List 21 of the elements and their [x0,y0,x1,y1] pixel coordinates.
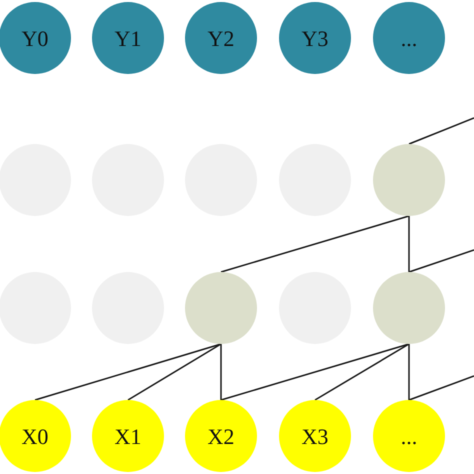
node-label: Y3 [302,24,328,52]
node-label: Y2 [208,24,234,52]
node-label: X2 [208,422,234,450]
node-label: ... [400,24,418,52]
connector-line [408,117,474,145]
node-label: Y0 [22,24,48,52]
connector-line [408,249,474,273]
connector-line [128,343,222,401]
node-label: Y1 [114,24,142,52]
node-label: X1 [114,422,142,450]
connector-line [408,216,410,272]
connector-line [220,344,222,400]
connector-line [314,343,410,401]
connector-line [220,343,410,401]
connector-line [408,375,474,401]
node-label: X3 [302,422,328,450]
node-label: ... [400,422,418,450]
node-label: X0 [22,422,48,450]
connector-line [408,344,410,400]
connector-line [220,215,410,273]
connector-line [34,343,222,401]
